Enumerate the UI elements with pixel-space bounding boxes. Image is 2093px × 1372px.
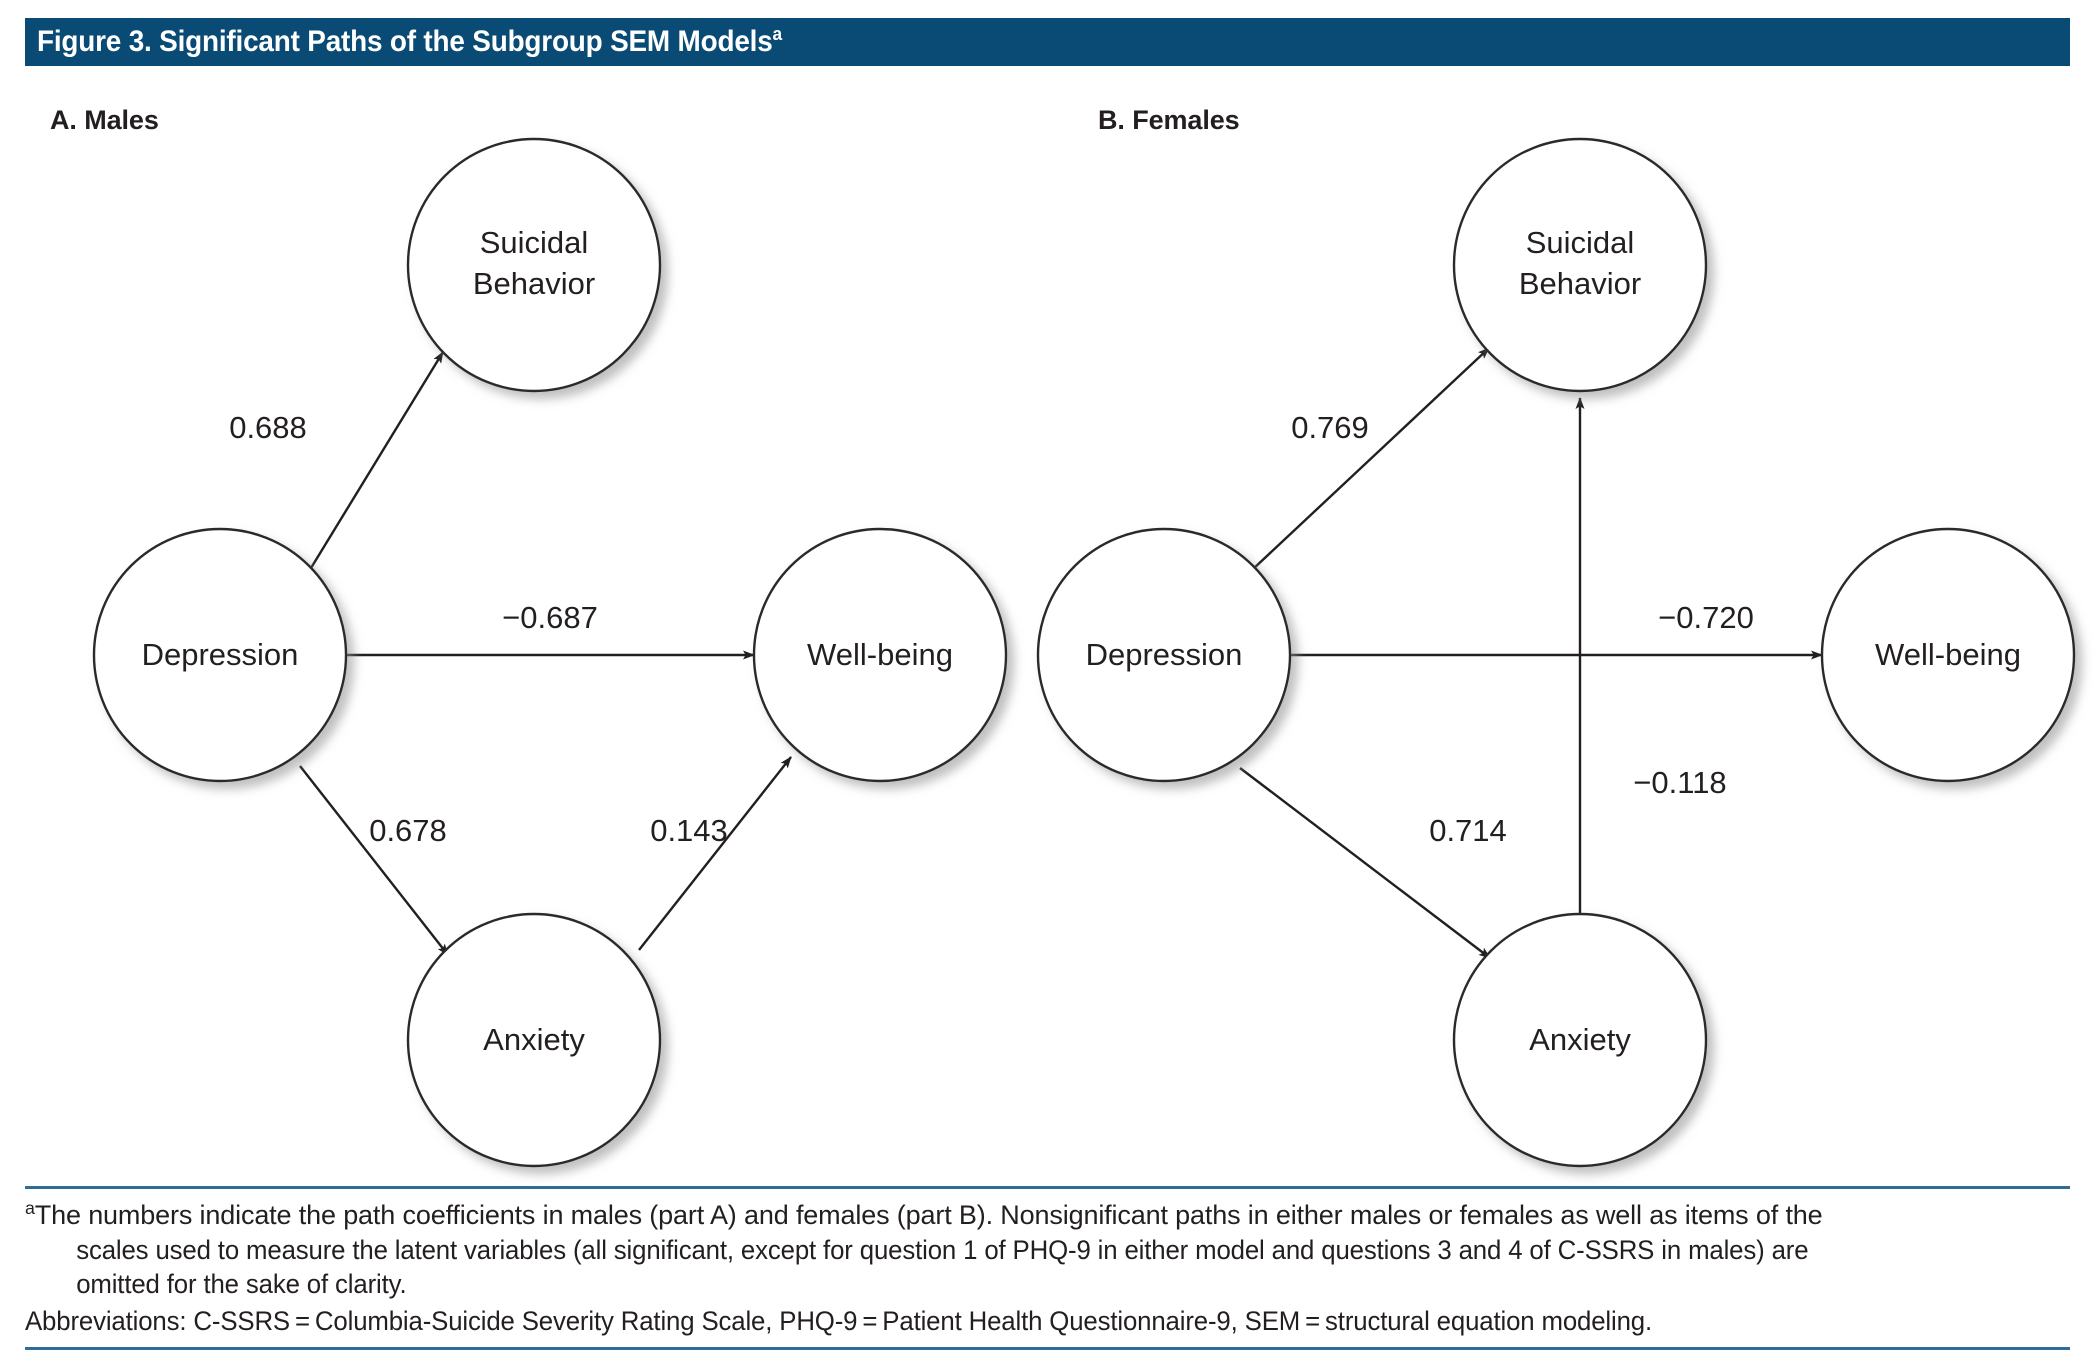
- footnote-line-3: omitted for the sake of clarity.: [76, 1269, 407, 1300]
- edge-label-a-anxiety-wellbeing: 0.143: [650, 813, 728, 848]
- edge-label-b-depression-anxiety: 0.714: [1429, 813, 1507, 848]
- figure-title-footnote-marker: a: [772, 23, 783, 44]
- node-a-wellbeing: Well-being: [752, 527, 1008, 783]
- footnote-body: aThe numbers indicate the path coefficie…: [25, 1189, 2070, 1347]
- edge-a-depression-to-suicidal: [309, 351, 445, 569]
- footnote-line-2: scales used to measure the latent variab…: [76, 1234, 1809, 1265]
- panel-a-diagram: Suicidal Behavior Depression Well-being …: [92, 137, 1008, 1168]
- node-a-anxiety: Anxiety: [406, 912, 662, 1168]
- node-a-depression-label: Depression: [142, 637, 299, 672]
- footnote-top-rule: [25, 1186, 2070, 1189]
- edge-label-b-anxiety-suicidal: −0.118: [1633, 765, 1726, 800]
- figure-title-bar: Figure 3. Significant Paths of the Subgr…: [25, 18, 2070, 66]
- edge-label-a-depression-wellbeing: −0.687: [502, 600, 598, 635]
- node-a-suicidal-behavior-label-line2: Behavior: [473, 266, 595, 301]
- footnote-abbreviations: Abbreviations: C-SSRS = Columbia-Suicide…: [25, 1305, 1653, 1336]
- footnote-bottom-rule: [25, 1347, 2070, 1351]
- edge-label-a-depression-anxiety: 0.678: [369, 813, 447, 848]
- edge-a-depression-to-anxiety: [299, 765, 449, 956]
- figure-title: Figure 3. Significant Paths of the Subgr…: [37, 23, 783, 59]
- sem-path-diagram: Suicidal Behavior Depression Well-being …: [92, 137, 2076, 1168]
- node-b-wellbeing-label: Well-being: [1875, 637, 2021, 672]
- footnote-marker: a: [25, 1198, 35, 1218]
- edge-label-a-depression-suicidal: 0.688: [229, 410, 307, 445]
- node-a-suicidal-behavior-label-line1: Suicidal: [480, 225, 589, 260]
- footnote-line-1: The numbers indicate the path coefficien…: [34, 1200, 1823, 1230]
- edge-a-anxiety-to-wellbeing: [638, 756, 792, 951]
- node-a-depression: Depression: [92, 527, 348, 783]
- node-b-depression: Depression: [1036, 527, 1292, 783]
- edge-label-b-depression-suicidal: 0.769: [1291, 410, 1369, 445]
- edge-b-depression-to-suicidal: [1251, 347, 1490, 571]
- panel-b-heading: B. Females: [1098, 105, 1240, 135]
- node-b-anxiety: Anxiety: [1452, 912, 1708, 1168]
- node-b-suicidal-behavior-label-line2: Behavior: [1519, 266, 1641, 301]
- node-a-wellbeing-label: Well-being: [807, 637, 953, 672]
- node-b-suicidal-behavior: Suicidal Behavior: [1452, 137, 1708, 393]
- footnote-a: aThe numbers indicate the path coefficie…: [25, 1198, 2070, 1302]
- footnote-block: aThe numbers indicate the path coefficie…: [25, 1186, 2070, 1351]
- figure-title-main: Figure 3. Significant Paths of the Subgr…: [37, 25, 773, 58]
- node-b-suicidal-behavior-label-line1: Suicidal: [1526, 225, 1635, 260]
- node-b-anxiety-label: Anxiety: [1529, 1022, 1631, 1057]
- panel-b-diagram: Suicidal Behavior Depression Well-being …: [1036, 137, 2076, 1168]
- edge-b-depression-to-anxiety: [1239, 767, 1491, 959]
- edge-label-b-depression-wellbeing: −0.720: [1658, 600, 1754, 635]
- node-b-depression-label: Depression: [1086, 637, 1243, 672]
- node-a-suicidal-behavior: Suicidal Behavior: [406, 137, 662, 393]
- node-a-anxiety-label: Anxiety: [483, 1022, 585, 1057]
- panel-a-heading: A. Males: [50, 105, 159, 135]
- node-b-wellbeing: Well-being: [1820, 527, 2076, 783]
